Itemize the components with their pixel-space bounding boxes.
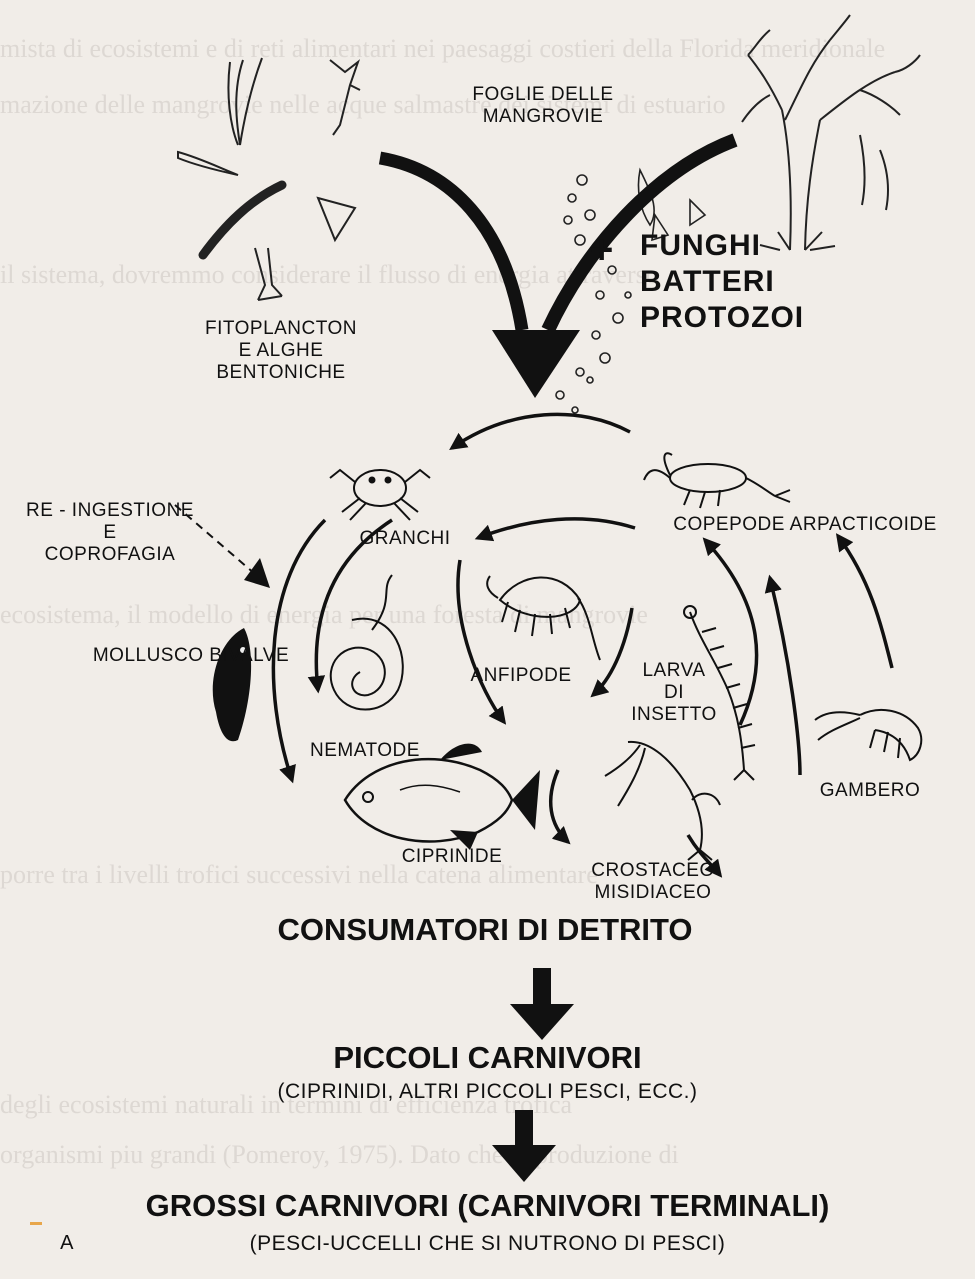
- label-phytoplankton: FITOPLANCTON E ALGHE BENTONICHE: [196, 318, 366, 384]
- label-plus-sign: +: [590, 232, 614, 268]
- level-small-carnivores-examples: (CIPRINIDI, ALTRI PICCOLI PESCI, ECC.): [0, 1080, 975, 1104]
- mysid-icon: [605, 742, 720, 860]
- level-detritivores: CONSUMATORI DI DETRITO: [60, 912, 910, 948]
- crab-icon: [330, 470, 430, 520]
- amphipod-icon: [487, 576, 600, 660]
- figure-letter: A: [52, 1232, 82, 1254]
- level-large-carnivores: GROSSI CARNIVORI (CARNIVORI TERMINALI): [0, 1188, 975, 1224]
- label-mysid: CROSTACEO MISIDIACEO: [578, 860, 728, 904]
- label-shrimp: GAMBERO: [815, 780, 925, 802]
- label-decomposers: FUNGHI BATTERI PROTOZOI: [640, 228, 804, 336]
- shrimp-icon: [815, 710, 921, 760]
- algae-sketch-icon: [178, 58, 360, 300]
- label-amphipod: ANFIPODE: [466, 665, 576, 687]
- label-insect-larva: LARVA DI INSETTO: [624, 660, 724, 726]
- label-cyprinid: CIPRINIDE: [392, 846, 512, 868]
- level-small-carnivores: PICCOLI CARNIVORI: [0, 1040, 975, 1076]
- reingestion-arrowhead: [244, 558, 270, 588]
- copepod-icon: [644, 453, 790, 508]
- label-bivalve: MOLLUSCO BIVALVE: [86, 645, 296, 667]
- label-nematode: NEMATODE: [305, 740, 425, 762]
- label-copepod: COPEPODE ARPACTICOIDE: [660, 514, 950, 536]
- label-reingestion: RE - INGESTIONE E COPROFAGIA: [20, 500, 200, 566]
- label-crabs: GRANCHI: [355, 528, 455, 550]
- mangrove-tree-icon: [742, 15, 920, 250]
- food-web-arrows: [273, 414, 892, 875]
- level-large-carnivores-examples: (PESCI-UCCELLI CHE SI NUTRONO DI PESCI): [0, 1232, 975, 1256]
- nematode-icon: [331, 575, 403, 710]
- label-mangrove-leaves: FOGLIE DELLE MANGROVIE: [468, 84, 618, 128]
